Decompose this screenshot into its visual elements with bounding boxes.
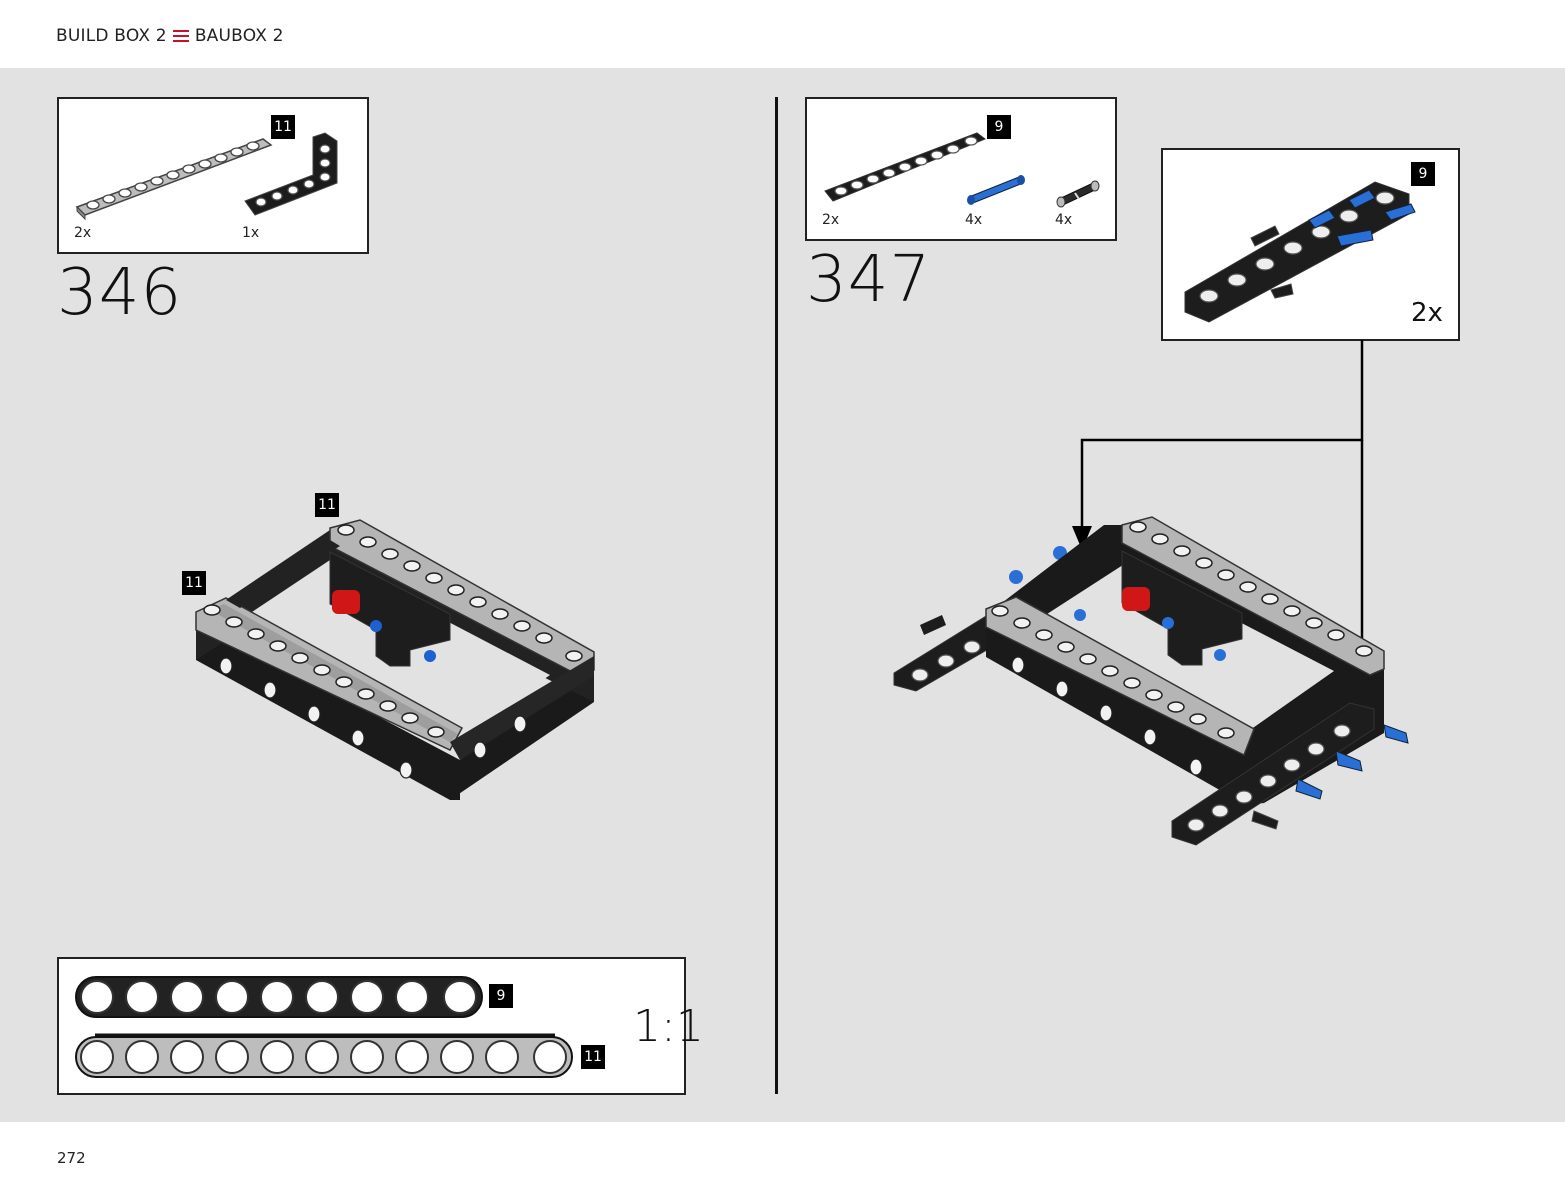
part-qty: 1x	[242, 225, 260, 241]
length-badge: 9	[987, 115, 1011, 139]
scale-length-badge: 11	[581, 1045, 605, 1069]
part-qty: 4x	[1055, 212, 1073, 228]
black-pin-part	[1056, 180, 1100, 208]
step-346-model	[195, 519, 595, 800]
black-beam-9-scale	[75, 976, 483, 1018]
header-title: BUILD BOX 2 BAUBOX 2	[56, 26, 284, 46]
step-number: 347	[806, 243, 932, 317]
model-length-badge: 11	[182, 571, 206, 595]
header-right-label: BAUBOX 2	[194, 26, 284, 46]
part-qty: 2x	[74, 225, 92, 241]
black-beam-9-part	[824, 132, 987, 202]
page-header: BUILD BOX 2 BAUBOX 2	[0, 0, 1565, 68]
length-badge: 11	[271, 115, 295, 139]
scale-length-badge: 9	[489, 984, 513, 1008]
subassembly-callout: 9 2x	[1161, 148, 1460, 341]
light-gray-beam-11-scale	[75, 1033, 573, 1078]
scale-label: 1:1	[633, 1001, 704, 1052]
model-length-badge: 11	[315, 493, 339, 517]
subassembly-length-badge: 9	[1411, 162, 1435, 186]
parts-box-step-346: 11 2x 1x	[57, 97, 369, 254]
scale-box: 9 11 1:1	[57, 957, 704, 1095]
part-qty: 2x	[822, 212, 840, 228]
column-divider	[775, 97, 778, 1094]
parts-box-step-347: 9 2x 4x 4x	[805, 97, 1117, 241]
black-l-beam-part	[244, 132, 338, 216]
light-gray-beam-11-part	[75, 138, 273, 221]
subassembly-qty: 2x	[1411, 298, 1443, 328]
header-left-label: BUILD BOX 2	[56, 26, 167, 46]
blue-pin-part	[967, 175, 1025, 205]
part-qty: 4x	[965, 212, 983, 228]
step-number: 346	[57, 256, 183, 330]
menu-icon	[172, 30, 189, 42]
step-347-model	[893, 516, 1409, 846]
page-number: 272	[57, 1149, 86, 1167]
subassembly-beam	[1184, 181, 1416, 323]
